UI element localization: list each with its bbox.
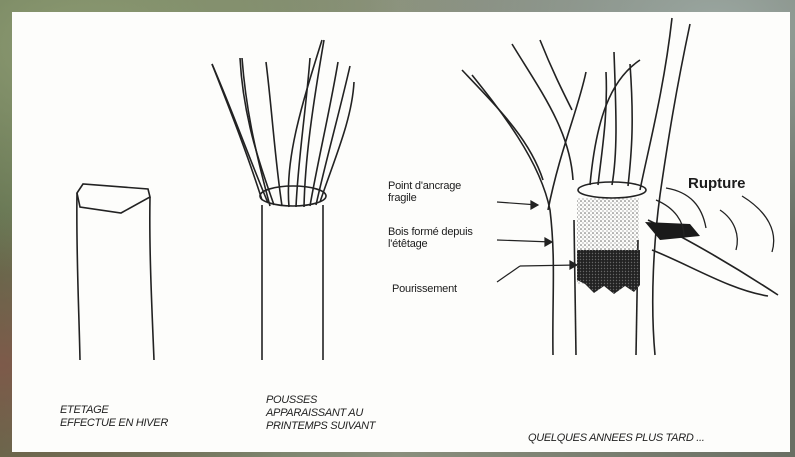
new-wood-label-line2: l'étêtage — [388, 238, 473, 250]
stage2-caption-line2: APPARAISSANT AU — [266, 407, 375, 420]
label-arrows — [497, 201, 577, 282]
stage3-caption: QUELQUES ANNEES PLUS TARD ... — [528, 432, 705, 445]
rupture-label: Rupture — [688, 178, 746, 190]
rupture-strokes — [656, 188, 774, 252]
rot-zone — [577, 250, 640, 294]
anchor-label-line2: fragile — [388, 192, 461, 204]
stage1-caption-line1: ETETAGE — [60, 404, 168, 417]
rot-label: Pourissement — [392, 283, 457, 295]
rupture-crack — [645, 222, 700, 240]
stage2-caption-line1: POUSSES — [266, 394, 375, 407]
new-wood-label: Bois formé depuis l'étêtage — [388, 226, 473, 250]
anchor-label: Point d'ancrage fragile — [388, 180, 461, 204]
stage2-caption: POUSSES APPARAISSANT AU PRINTEMPS SUIVAN… — [266, 394, 375, 433]
stage2-caption-line3: PRINTEMPS SUIVANT — [266, 420, 375, 433]
new-wood-label-line1: Bois formé depuis — [388, 226, 473, 238]
stage2-trunk — [212, 40, 354, 360]
stage1-caption-line2: EFFECTUE EN HIVER — [60, 417, 168, 430]
stage1-caption: ETETAGE EFFECTUE EN HIVER — [60, 404, 168, 430]
anchor-label-line1: Point d'ancrage — [388, 180, 461, 192]
stage1-trunk — [77, 184, 154, 360]
